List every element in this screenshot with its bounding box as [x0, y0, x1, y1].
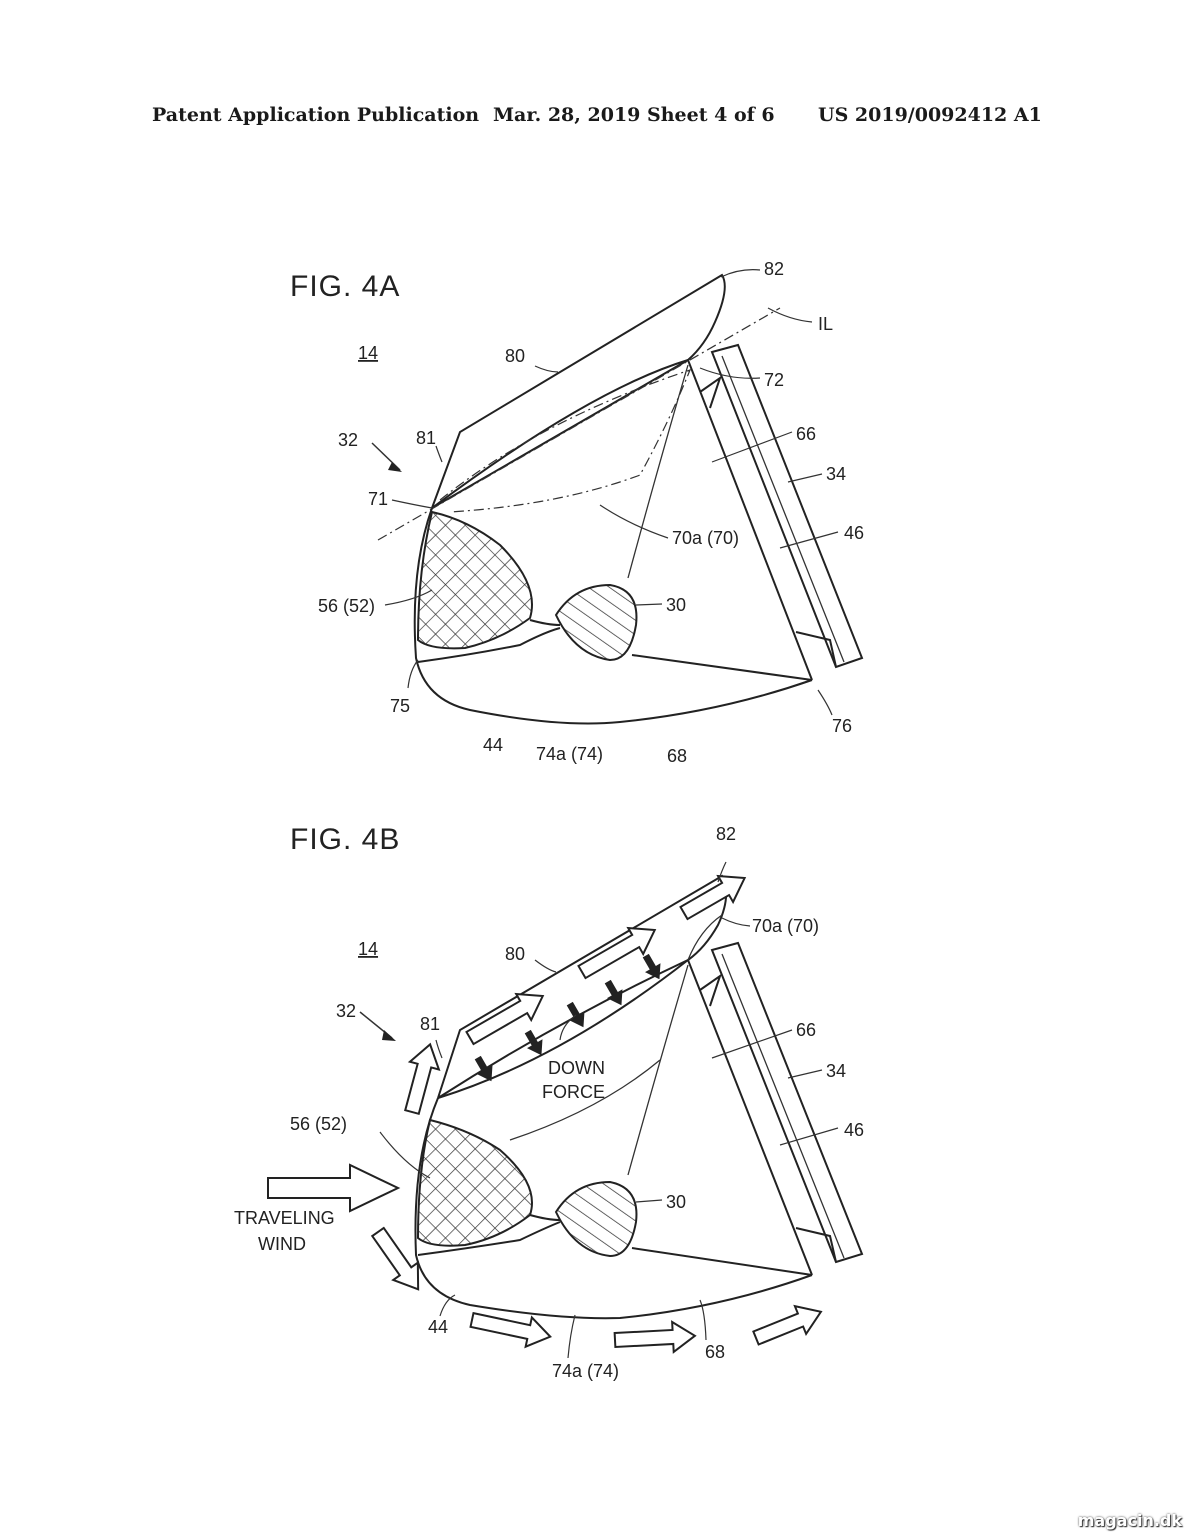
traveling-wind-label-line1: TRAVELING: [234, 1208, 335, 1228]
traveling-wind-label-line2: WIND: [258, 1234, 306, 1254]
ref-66: 66: [796, 424, 816, 444]
publication-date-sheet: Mar. 28, 2019 Sheet 4 of 6: [493, 104, 775, 126]
ref-44: 44: [483, 735, 503, 755]
ref-82: 82: [764, 259, 784, 279]
watermark: magacin.dk: [1077, 1511, 1182, 1530]
ref-34: 34: [826, 1061, 846, 1081]
lamp-30: [554, 583, 638, 662]
down-force-arrows: [474, 953, 661, 1082]
grille-56: [416, 510, 533, 650]
lamp-30: [554, 1180, 638, 1258]
ref-72: 72: [764, 370, 784, 390]
ref-68: 68: [705, 1342, 725, 1362]
ref-75: 75: [390, 696, 410, 716]
grille-56: [416, 1118, 533, 1247]
figure-4a: FIG. 4A: [290, 259, 864, 766]
figure-4b-title: FIG. 4B: [290, 823, 400, 856]
ref-32: 32: [338, 430, 358, 450]
publication-type: Patent Application Publication: [152, 104, 480, 126]
ref-32: 32: [336, 1001, 356, 1021]
figure-4b: FIG. 4B: [234, 823, 864, 1381]
ref-44: 44: [428, 1317, 448, 1337]
ref-81: 81: [416, 428, 436, 448]
edge-70a: [439, 369, 692, 513]
down-force-label-line2: FORCE: [542, 1082, 605, 1102]
ref-56: 56 (52): [290, 1114, 347, 1134]
line-IL: [377, 307, 781, 541]
ref-70a: 70a (70): [752, 916, 819, 936]
ref-14: 14: [358, 939, 378, 959]
ref-30: 30: [666, 1192, 686, 1212]
body-66: [687, 359, 813, 681]
ref-34: 34: [826, 464, 846, 484]
panel-34: [699, 343, 864, 669]
airflow-arrows: [267, 874, 823, 1354]
ref-80: 80: [505, 346, 525, 366]
ref-81: 81: [420, 1014, 440, 1034]
lower-body-44: [414, 1097, 813, 1320]
ref-46: 46: [844, 523, 864, 543]
publication-number: US 2019/0092412 A1: [818, 104, 1042, 126]
ref-74a: 74a (74): [536, 744, 603, 764]
lower-body-44: [413, 507, 813, 725]
ref-70a: 70a (70): [672, 528, 739, 548]
figure-4a-title: FIG. 4A: [290, 270, 400, 303]
ref-30: 30: [666, 595, 686, 615]
ref-68: 68: [667, 746, 687, 766]
ref-76: 76: [832, 716, 852, 736]
ref-46: 46: [844, 1120, 864, 1140]
ref-14: 14: [358, 343, 378, 363]
ref-56: 56 (52): [318, 596, 375, 616]
ref-66: 66: [796, 1020, 816, 1040]
panel-34: [699, 941, 864, 1264]
ref-74a: 74a (74): [552, 1361, 619, 1381]
ref-80: 80: [505, 944, 525, 964]
cover-80: [431, 273, 726, 509]
ref-71: 71: [368, 489, 388, 509]
body-66: [687, 959, 813, 1276]
ref-IL: IL: [818, 314, 833, 334]
down-force-label-line1: DOWN: [548, 1058, 605, 1078]
ref-82: 82: [716, 824, 736, 844]
